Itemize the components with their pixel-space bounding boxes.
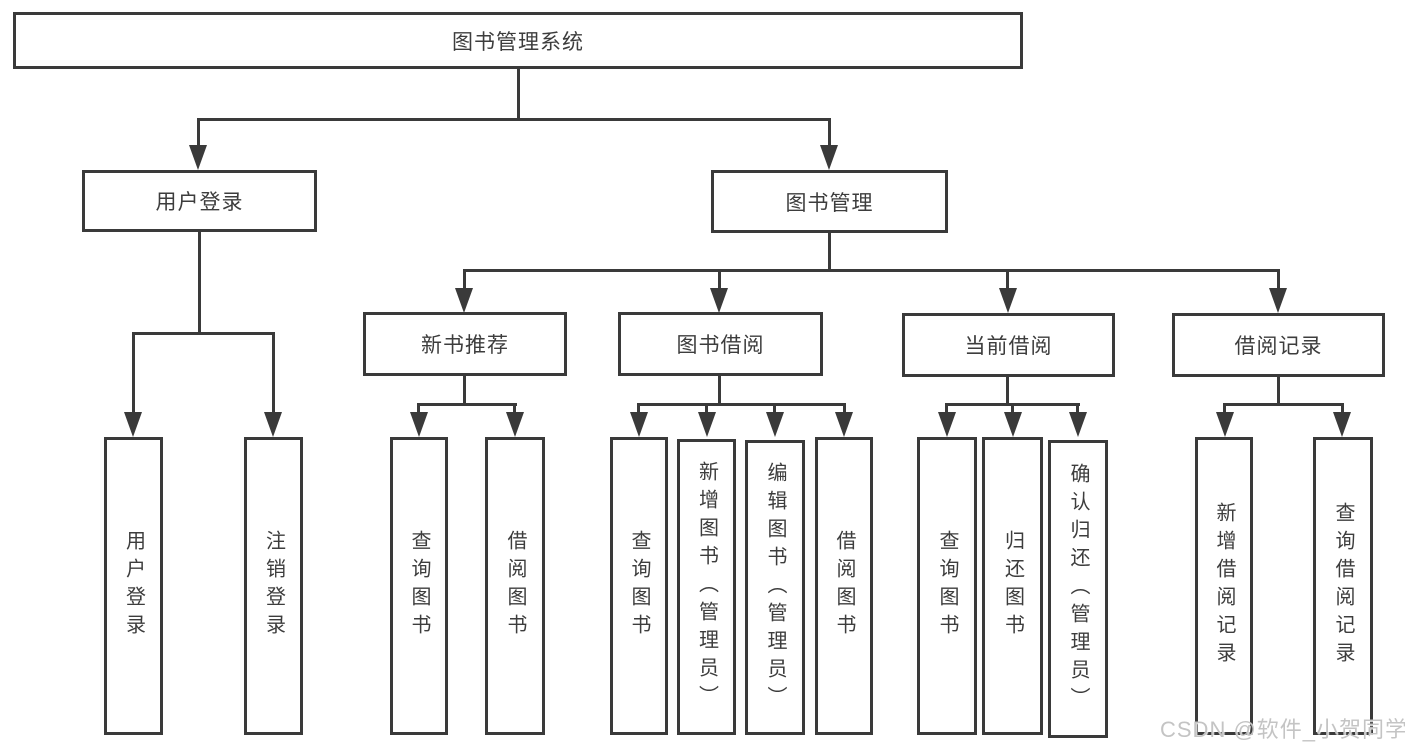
connector-line	[517, 68, 520, 121]
arrowhead-down-icon	[455, 288, 473, 313]
connector-line	[1006, 269, 1009, 291]
connector-line	[718, 269, 721, 291]
connector-line	[417, 403, 517, 406]
leaf-query-books-3: 查询图书	[917, 437, 977, 735]
connector-line	[132, 332, 275, 335]
leaf-borrow-books-2: 借阅图书	[815, 437, 873, 735]
leaf-add-book-admin: 新增图书（管理员）	[677, 439, 736, 735]
connector-line	[828, 118, 831, 148]
leaf-return-book: 归还图书	[982, 437, 1043, 735]
arrowhead-down-icon	[264, 412, 282, 437]
arrowhead-down-icon	[506, 412, 524, 437]
connector-line	[1341, 403, 1344, 415]
leaf-query-books-1: 查询图书	[390, 437, 448, 735]
connector-line	[197, 118, 200, 148]
leaf-query-books-2: 查询图书	[610, 437, 668, 735]
connector-line	[705, 403, 708, 415]
arrowhead-down-icon	[820, 145, 838, 170]
leaf-add-borrow-record: 新增借阅记录	[1195, 437, 1253, 735]
connector-line	[1006, 377, 1009, 406]
connector-line	[417, 403, 420, 415]
arrowhead-down-icon	[630, 412, 648, 437]
watermark: CSDN @软件_小贺同学	[1160, 717, 1405, 742]
node-current-borrow: 当前借阅	[902, 313, 1115, 377]
leaf-borrow-books-1: 借阅图书	[485, 437, 545, 735]
leaf-edit-book-admin: 编辑图书（管理员）	[745, 440, 805, 735]
connector-line	[1011, 403, 1014, 415]
arrowhead-down-icon	[938, 412, 956, 437]
connector-line	[637, 403, 640, 415]
arrowhead-down-icon	[189, 145, 207, 170]
connector-line	[1076, 403, 1079, 415]
connector-line	[513, 403, 516, 415]
node-user-login: 用户登录	[82, 170, 317, 232]
leaf-logout: 注销登录	[244, 437, 303, 735]
connector-line	[197, 118, 831, 121]
connector-line	[637, 403, 846, 406]
leaf-confirm-return-admin: 确认归还（管理员）	[1048, 440, 1108, 738]
leaf-query-borrow-record: 查询借阅记录	[1313, 437, 1373, 735]
connector-line	[773, 403, 776, 415]
arrowhead-down-icon	[410, 412, 428, 437]
arrowhead-down-icon	[710, 288, 728, 313]
connector-line	[198, 231, 201, 334]
connector-line	[1277, 377, 1280, 406]
arrowhead-down-icon	[766, 412, 784, 437]
arrowhead-down-icon	[999, 288, 1017, 313]
node-library-system: 图书管理系统	[13, 12, 1023, 69]
connector-line	[1277, 269, 1280, 291]
connector-line	[828, 233, 831, 272]
connector-line	[1223, 403, 1344, 406]
connector-line	[272, 332, 275, 412]
arrowhead-down-icon	[835, 412, 853, 437]
connector-line	[1223, 403, 1226, 415]
connector-line	[718, 376, 721, 406]
arrowhead-down-icon	[1333, 412, 1351, 437]
connector-line	[843, 403, 846, 415]
node-book-borrow: 图书借阅	[618, 312, 823, 376]
leaf-user-login: 用户登录	[104, 437, 163, 735]
connector-line	[945, 403, 948, 415]
arrowhead-down-icon	[698, 412, 716, 437]
arrowhead-down-icon	[1069, 412, 1087, 437]
connector-line	[463, 376, 466, 406]
arrowhead-down-icon	[124, 412, 142, 437]
node-book-management: 图书管理	[711, 170, 948, 233]
arrowhead-down-icon	[1004, 412, 1022, 437]
node-new-book-recommend: 新书推荐	[363, 312, 567, 376]
node-borrow-records: 借阅记录	[1172, 313, 1385, 377]
connector-line	[132, 332, 135, 412]
arrowhead-down-icon	[1269, 288, 1287, 313]
connector-line	[463, 269, 1280, 272]
arrowhead-down-icon	[1216, 412, 1234, 437]
connector-line	[463, 269, 466, 291]
